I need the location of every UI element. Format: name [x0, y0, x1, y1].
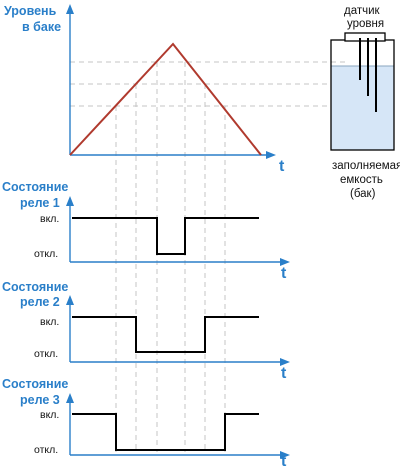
level-chart-title-line2: в баке — [22, 20, 61, 34]
relay-3-chart: Состояние реле 3 вкл. откл. t — [2, 377, 290, 468]
relay-1-on-label: вкл. — [40, 213, 59, 225]
relay-3-off-label: откл. — [34, 444, 58, 456]
relay-3-title-line2: реле 3 — [20, 393, 60, 407]
relay-1-title-line2: реле 1 — [20, 196, 60, 210]
sensor-label-line1: датчик — [344, 5, 381, 17]
relay-2-on-label: вкл. — [40, 316, 59, 328]
relay-1-x-axis-label: t — [281, 265, 287, 282]
level-curve — [69, 42, 262, 156]
relay-1-title-line1: Состояние — [2, 180, 68, 194]
relay-3-title-line1: Состояние — [2, 377, 68, 391]
relay-3-y-axis-arrow — [66, 393, 74, 403]
relay-3-signal — [72, 413, 259, 451]
relay-2-title-line1: Состояние — [2, 280, 68, 294]
guide-lines — [70, 61, 345, 452]
relay-1-x-axis-arrow — [280, 258, 290, 266]
relay-2-off-label: откл. — [34, 348, 58, 360]
tank-caption-line1: заполняемая — [332, 160, 400, 172]
relay-3-x-axis-label: t — [281, 453, 287, 468]
level-x-axis-arrow — [266, 151, 276, 159]
relay-2-x-axis-label: t — [281, 365, 287, 382]
level-x-axis-label: t — [279, 158, 285, 175]
level-chart-title-line1: Уровень — [4, 4, 57, 18]
relay-2-signal — [72, 316, 259, 353]
tank-illustration: датчик уровня заполняемая емкость (бак) — [330, 5, 400, 200]
level-chart: Уровень в баке t — [4, 4, 285, 175]
relay-1-y-axis-arrow — [66, 196, 74, 206]
relay-1-chart: Состояние реле 1 вкл. откл. t — [2, 180, 290, 282]
relay-2-y-axis-arrow — [66, 295, 74, 305]
tank-caption-line3: (бак) — [350, 188, 376, 200]
relay-1-off-label: откл. — [34, 248, 58, 260]
tank-caption-line2: емкость — [340, 174, 383, 186]
sensor-head — [344, 32, 386, 42]
level-y-axis-arrow — [66, 4, 74, 14]
relay-1-signal — [72, 217, 259, 255]
relay-2-chart: Состояние реле 2 вкл. откл. t — [2, 280, 290, 382]
relay-2-title-line2: реле 2 — [20, 295, 60, 309]
tank-liquid — [331, 66, 394, 150]
relay-3-x-axis-arrow — [280, 451, 290, 459]
relay-2-x-axis-arrow — [280, 358, 290, 366]
sensor-label-line2: уровня — [347, 18, 384, 30]
relay-3-on-label: вкл. — [40, 409, 59, 421]
